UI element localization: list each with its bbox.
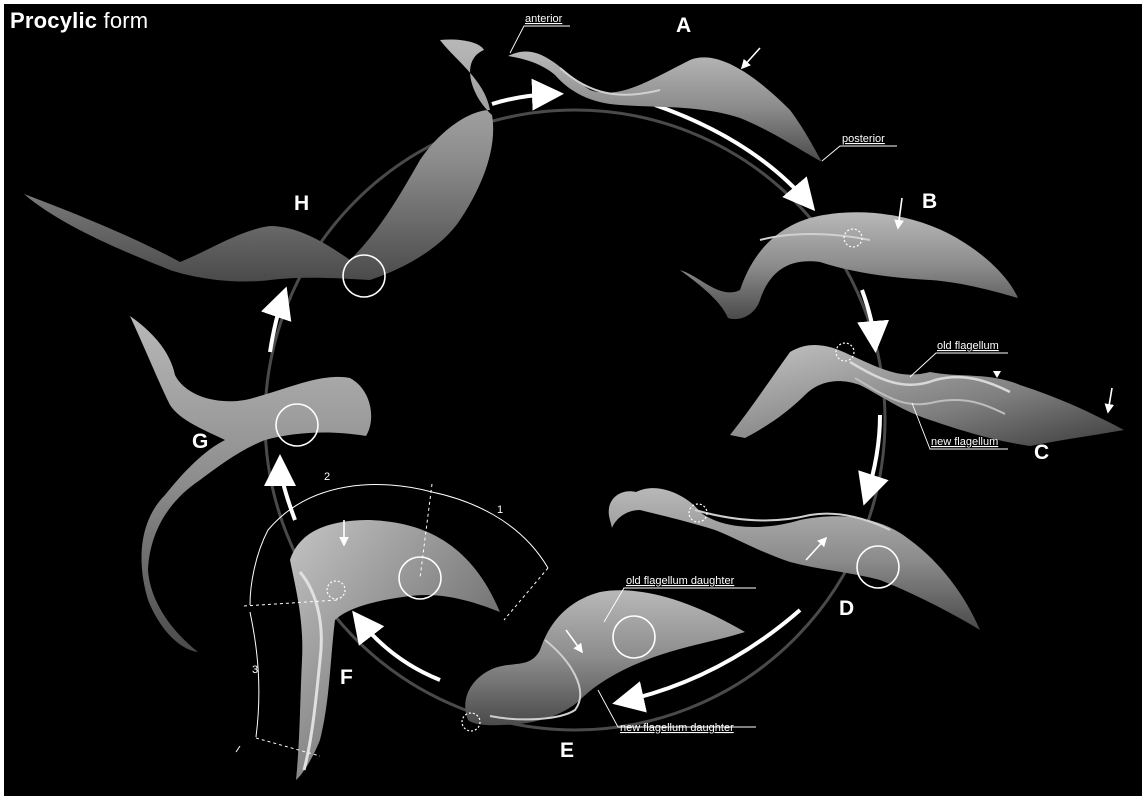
cell-e [465,590,745,725]
segment-label-2: 2 [324,471,330,483]
cell-b [680,212,1018,319]
stage-label-a: A [676,14,691,37]
stage-label-b: B [922,190,937,213]
arrowhead-marker-c [993,371,1001,378]
label-posterior: posterior [842,133,885,145]
cell-f [290,520,500,780]
stage-label-c: C [1034,441,1049,464]
cell-a [508,51,822,162]
cell-h [24,39,493,281]
cell-c [730,345,1124,446]
label-old-flagellum-daughter: old flagellum daughter [626,575,735,587]
segment-label-1: 1 [497,504,503,516]
stage-label-e: E [560,739,574,762]
arrow-h-to-a [492,94,556,104]
label-anterior: anterior [525,13,563,25]
stage-label-d: D [839,597,854,620]
arrow-b-to-c [862,290,875,345]
label-new-flagellum-daughter: new flagellum daughter [620,722,734,734]
stage-label-f: F [340,666,353,689]
segment-label-3: 3 [252,664,258,676]
label-new-flagellum: new flagellum [931,436,998,448]
stage-label-h: H [294,192,309,215]
arrow-e-to-f [357,617,440,680]
label-old-flagellum: old flagellum [937,340,999,352]
stage-label-g: G [192,430,208,453]
